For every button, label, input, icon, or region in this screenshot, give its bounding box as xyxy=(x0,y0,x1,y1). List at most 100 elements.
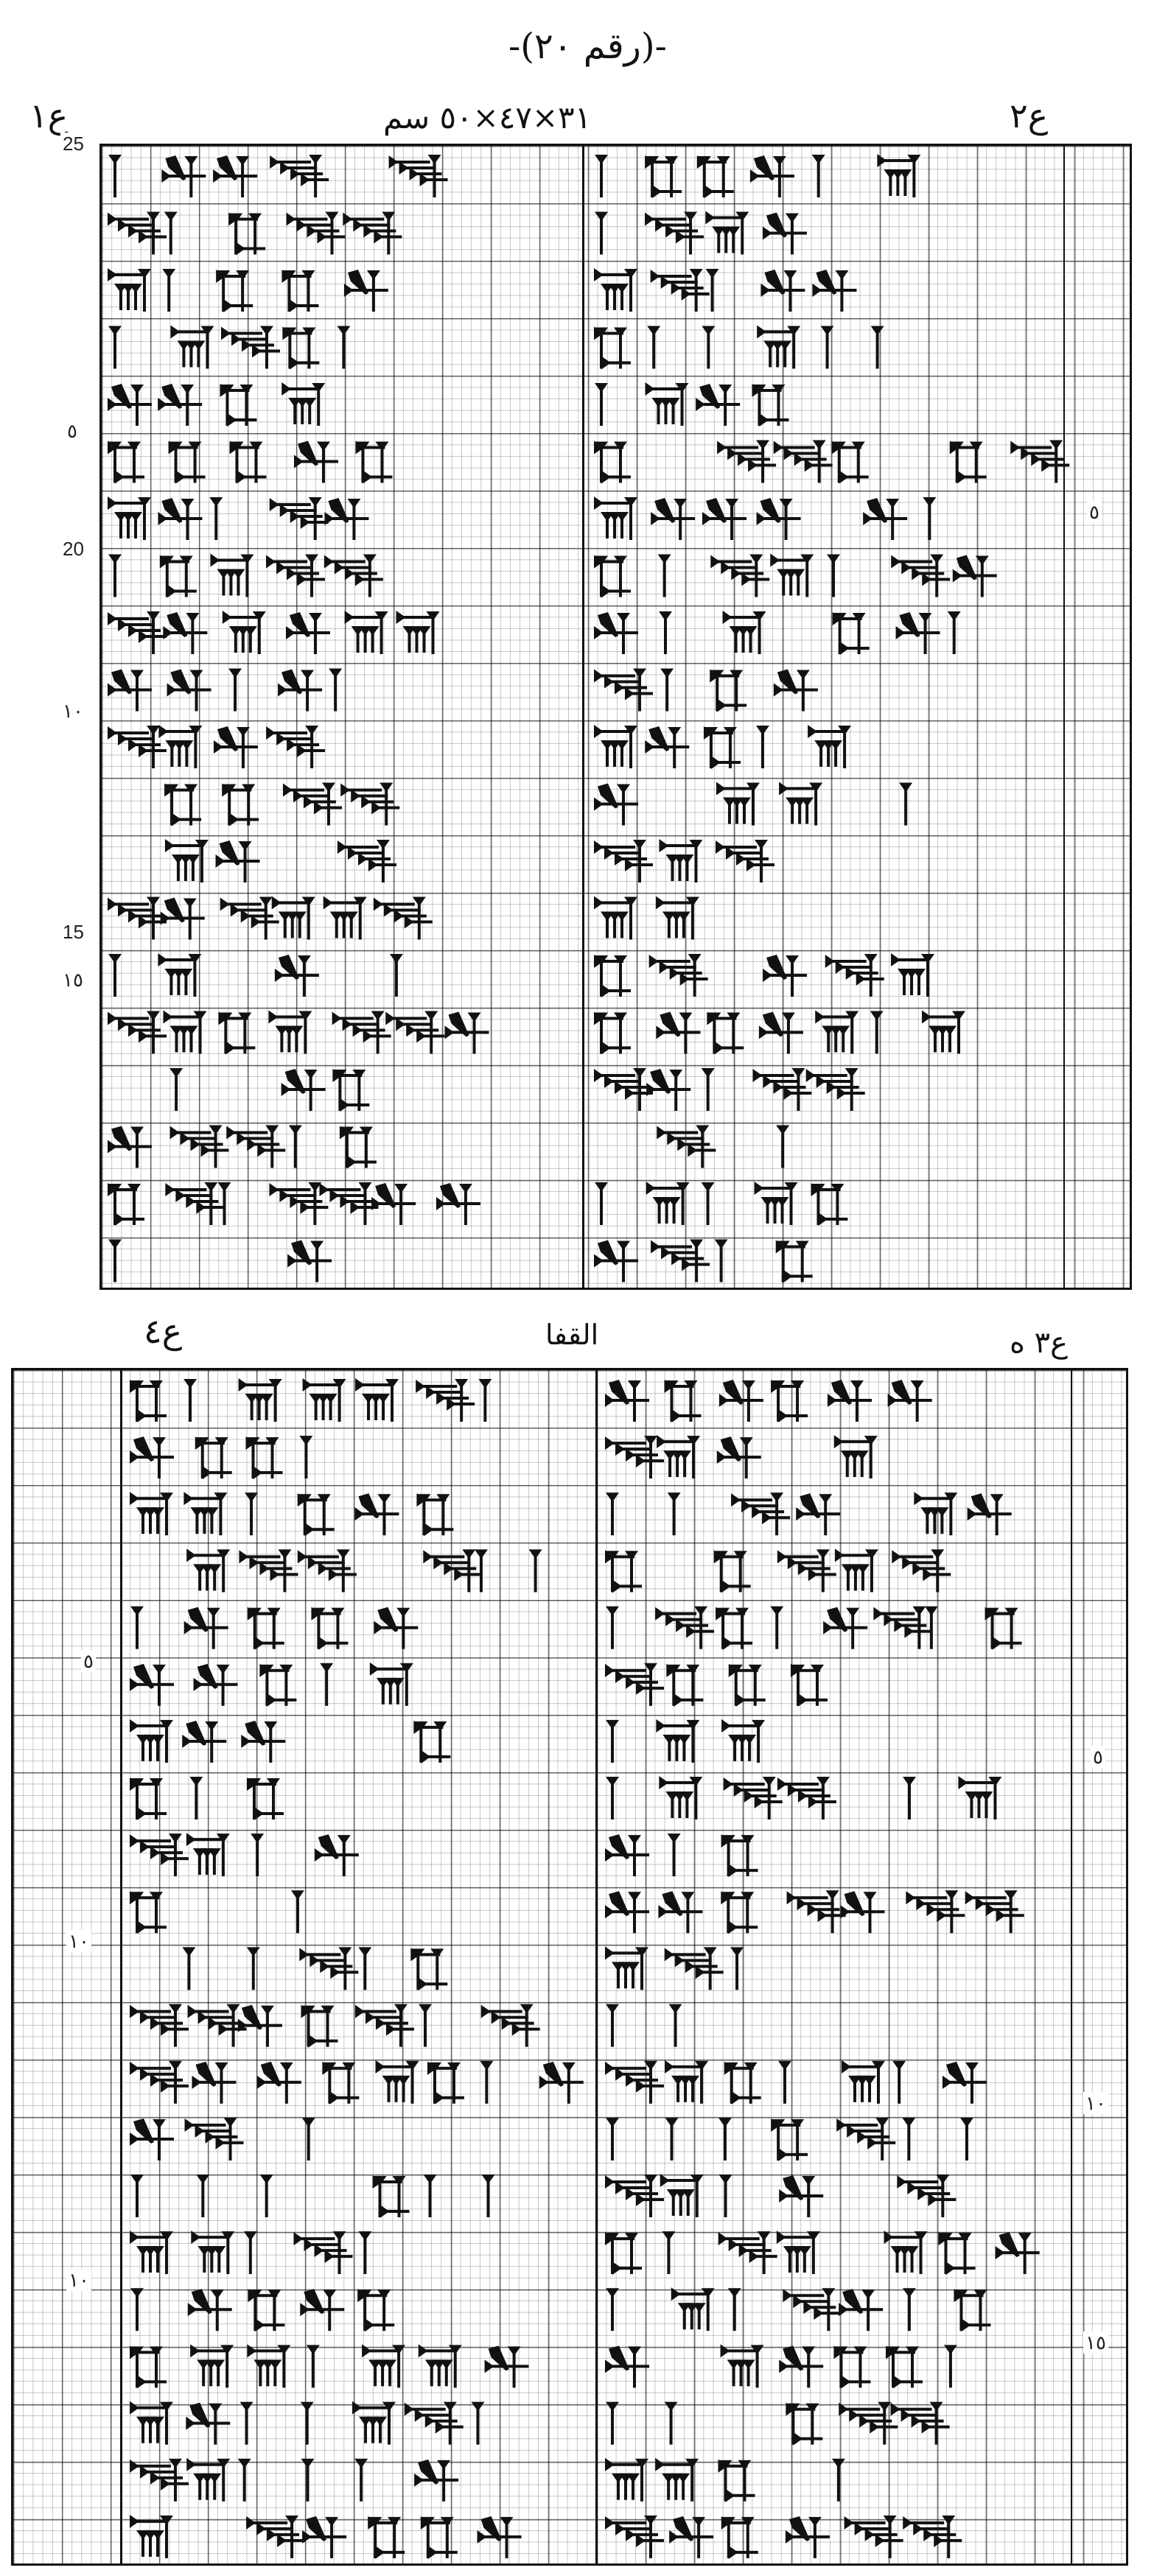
cuneiform-sign xyxy=(183,1379,197,1422)
cuneiform-sign xyxy=(758,1011,803,1054)
cuneiform-sign xyxy=(369,1662,413,1706)
cuneiform-sign xyxy=(374,1607,419,1649)
cuneiform-sign xyxy=(259,1663,297,1707)
cuneiform-sign xyxy=(770,553,814,597)
cuneiform-sign xyxy=(299,1436,313,1479)
cuneiform-sign xyxy=(193,1663,238,1706)
cuneiform-sign xyxy=(130,1833,189,1877)
cuneiform-sign xyxy=(427,2061,464,2105)
cuneiform-sign xyxy=(108,496,151,540)
cuneiform-sign xyxy=(108,441,144,484)
cuneiform-sign xyxy=(319,1182,379,1225)
cuneiform-sign xyxy=(196,2175,210,2217)
cuneiform-sign xyxy=(355,441,393,484)
cuneiform-sign xyxy=(659,839,703,882)
cuneiform-sign xyxy=(293,441,338,483)
cuneiform-sign xyxy=(130,1492,173,1536)
cuneiform-sign xyxy=(943,2345,957,2388)
cuneiform-sign xyxy=(669,2516,714,2558)
cuneiform-sign xyxy=(271,896,315,940)
cuneiform-sign xyxy=(286,211,346,255)
line-number: ١٠ xyxy=(1083,2092,1108,2114)
cuneiform-sign xyxy=(237,2004,282,2047)
cuneiform-sign xyxy=(302,2516,347,2558)
cuneiform-sign xyxy=(702,498,747,540)
cuneiform-sign xyxy=(290,1890,304,1934)
cuneiform-sign xyxy=(163,1010,207,1054)
cuneiform-sign xyxy=(710,669,747,712)
line-number: ١٠ xyxy=(60,700,85,722)
cuneiform-sign xyxy=(701,1068,715,1111)
cuneiform-sign xyxy=(213,726,258,768)
cuneiform-sign xyxy=(718,1380,763,1422)
cuneiform-sign xyxy=(217,1182,231,1225)
cuneiform-sign xyxy=(108,155,122,197)
reverse-label-left: ع٤ xyxy=(144,1311,183,1351)
cuneiform-sign xyxy=(324,554,383,597)
obverse-label-left: ع١ xyxy=(29,96,69,136)
cuneiform-sign xyxy=(423,1549,483,1593)
cuneiform-sign xyxy=(215,840,260,882)
cuneiform-sign xyxy=(823,1607,868,1649)
cuneiform-sign xyxy=(269,497,329,540)
cuneiform-sign xyxy=(826,554,840,597)
cuneiform-sign xyxy=(606,1719,619,1763)
cuneiform-sign xyxy=(842,2060,886,2104)
cuneiform-sign xyxy=(354,2004,414,2047)
cuneiform-sign xyxy=(130,2458,189,2502)
cuneiform-sign xyxy=(478,1379,492,1422)
cuneiform-sign xyxy=(606,2401,619,2445)
cuneiform-sign xyxy=(873,1606,933,1649)
cuneiform-sign xyxy=(605,1663,664,1706)
line-number: ٥ xyxy=(1091,1746,1105,1768)
cuneiform-sign xyxy=(723,1777,783,1819)
cuneiform-sign xyxy=(130,2345,167,2389)
cuneiform-sign xyxy=(130,1663,174,1706)
cuneiform-sign xyxy=(594,268,637,312)
cuneiform-sign xyxy=(357,2289,395,2332)
cuneiform-sign xyxy=(247,1607,284,1650)
cuneiform-sign xyxy=(665,2060,709,2104)
cuneiform-sign xyxy=(247,2344,291,2388)
cuneiform-sign xyxy=(645,155,682,198)
cuneiform-sign xyxy=(995,2232,1040,2275)
cuneiform-sign xyxy=(703,726,741,769)
cuneiform-sign xyxy=(354,1493,399,1536)
cuneiform-sign xyxy=(269,1182,329,1225)
cuneiform-sign xyxy=(605,1834,649,1877)
cuneiform-sign xyxy=(163,612,208,654)
cuneiform-sign xyxy=(863,498,908,540)
cuneiform-sign xyxy=(721,1719,766,1763)
cuneiform-sign xyxy=(715,840,774,882)
cuneiform-sign xyxy=(730,1947,744,1990)
cuneiform-sign xyxy=(192,2061,237,2104)
cuneiform-sign xyxy=(187,2289,232,2331)
cuneiform-sign xyxy=(902,2117,916,2161)
cuneiform-sign xyxy=(605,1380,649,1422)
cuneiform-sign xyxy=(595,383,608,426)
cuneiform-sign xyxy=(594,496,637,540)
cuneiform-sign xyxy=(594,668,653,712)
cuneiform-sign xyxy=(659,1776,703,1819)
cuneiform-sign xyxy=(183,1492,228,1536)
cuneiform-sign xyxy=(164,211,178,255)
cuneiform-sign xyxy=(773,440,833,483)
cuneiform-sign xyxy=(130,2004,189,2047)
line-number: ١٥ xyxy=(60,969,85,991)
cuneiform-sign xyxy=(605,2175,664,2217)
cuneiform-sign xyxy=(594,1068,653,1111)
cuneiform-sign xyxy=(660,2174,704,2217)
cuneiform-sign xyxy=(606,2117,619,2161)
cuneiform-sign xyxy=(820,326,834,369)
cuneiform-sign xyxy=(923,497,937,540)
cuneiform-sign xyxy=(656,1011,701,1054)
cuneiform-sign xyxy=(108,896,167,940)
cuneiform-sign xyxy=(716,1436,761,1479)
cuneiform-sign xyxy=(655,1606,715,1649)
cuneiform-sign xyxy=(209,497,223,540)
cuneiform-sign xyxy=(786,1890,846,1934)
cuneiform-sign xyxy=(130,2231,173,2275)
cuneiform-sign xyxy=(812,270,857,312)
cuneiform-sign xyxy=(714,1239,728,1282)
cuneiform-sign xyxy=(891,953,935,997)
